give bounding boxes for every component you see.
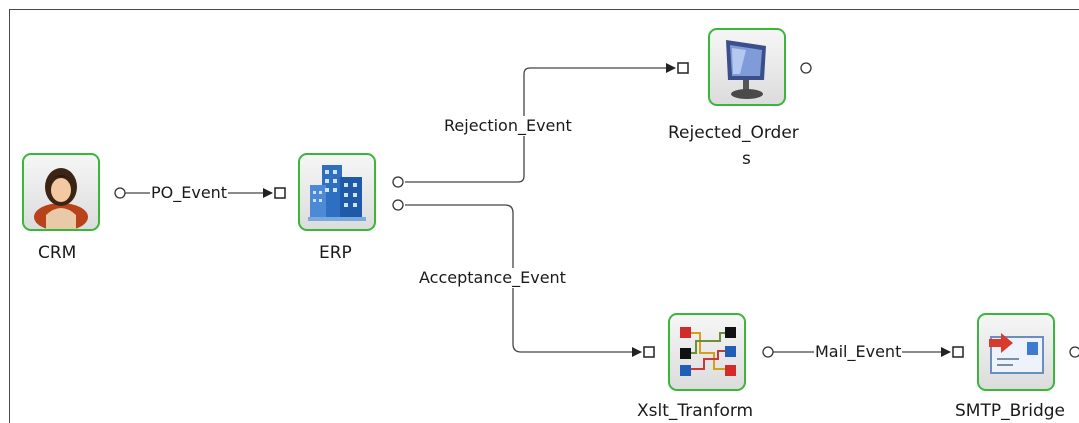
acceptance-event-label: Acceptance_Event — [418, 268, 567, 288]
crm-node[interactable] — [22, 153, 100, 231]
crm-label: CRM — [38, 243, 77, 263]
smtp-bridge-label: SMTP_Bridge — [955, 401, 1066, 421]
monitor-icon — [726, 40, 766, 99]
person-icon — [34, 168, 88, 229]
rejected-input-port — [677, 62, 689, 74]
rejected-orders-node[interactable] — [708, 28, 786, 106]
crm-output-port — [114, 187, 126, 199]
rejected-orders-label-line1: Rejected_Order — [668, 123, 799, 143]
rejected-orders-label-line2: s — [742, 149, 751, 169]
smtp-output-port — [1069, 346, 1079, 358]
smtp-bridge-node[interactable] — [977, 313, 1055, 391]
rejection-event-label: Rejection_Event — [443, 116, 573, 136]
erp-output-port-1 — [392, 176, 404, 188]
erp-output-port-2 — [392, 199, 404, 211]
xslt-output-port — [762, 346, 774, 358]
mail-icon — [989, 333, 1044, 374]
canvas-frame — [9, 9, 1079, 423]
erp-label: ERP — [319, 243, 352, 263]
xslt-transform-node[interactable] — [668, 313, 746, 391]
building-icon — [308, 165, 366, 221]
xslt-transform-label: Xslt_Tranform — [637, 401, 754, 421]
smtp-input-port — [952, 346, 964, 358]
erp-input-port — [274, 187, 286, 199]
rejected-output-port — [800, 62, 812, 74]
xslt-input-port — [643, 346, 655, 358]
mail-event-label: Mail_Event — [814, 342, 903, 362]
transform-icon — [680, 327, 736, 376]
po-event-label: PO_Event — [150, 183, 229, 203]
erp-node[interactable] — [298, 153, 376, 231]
